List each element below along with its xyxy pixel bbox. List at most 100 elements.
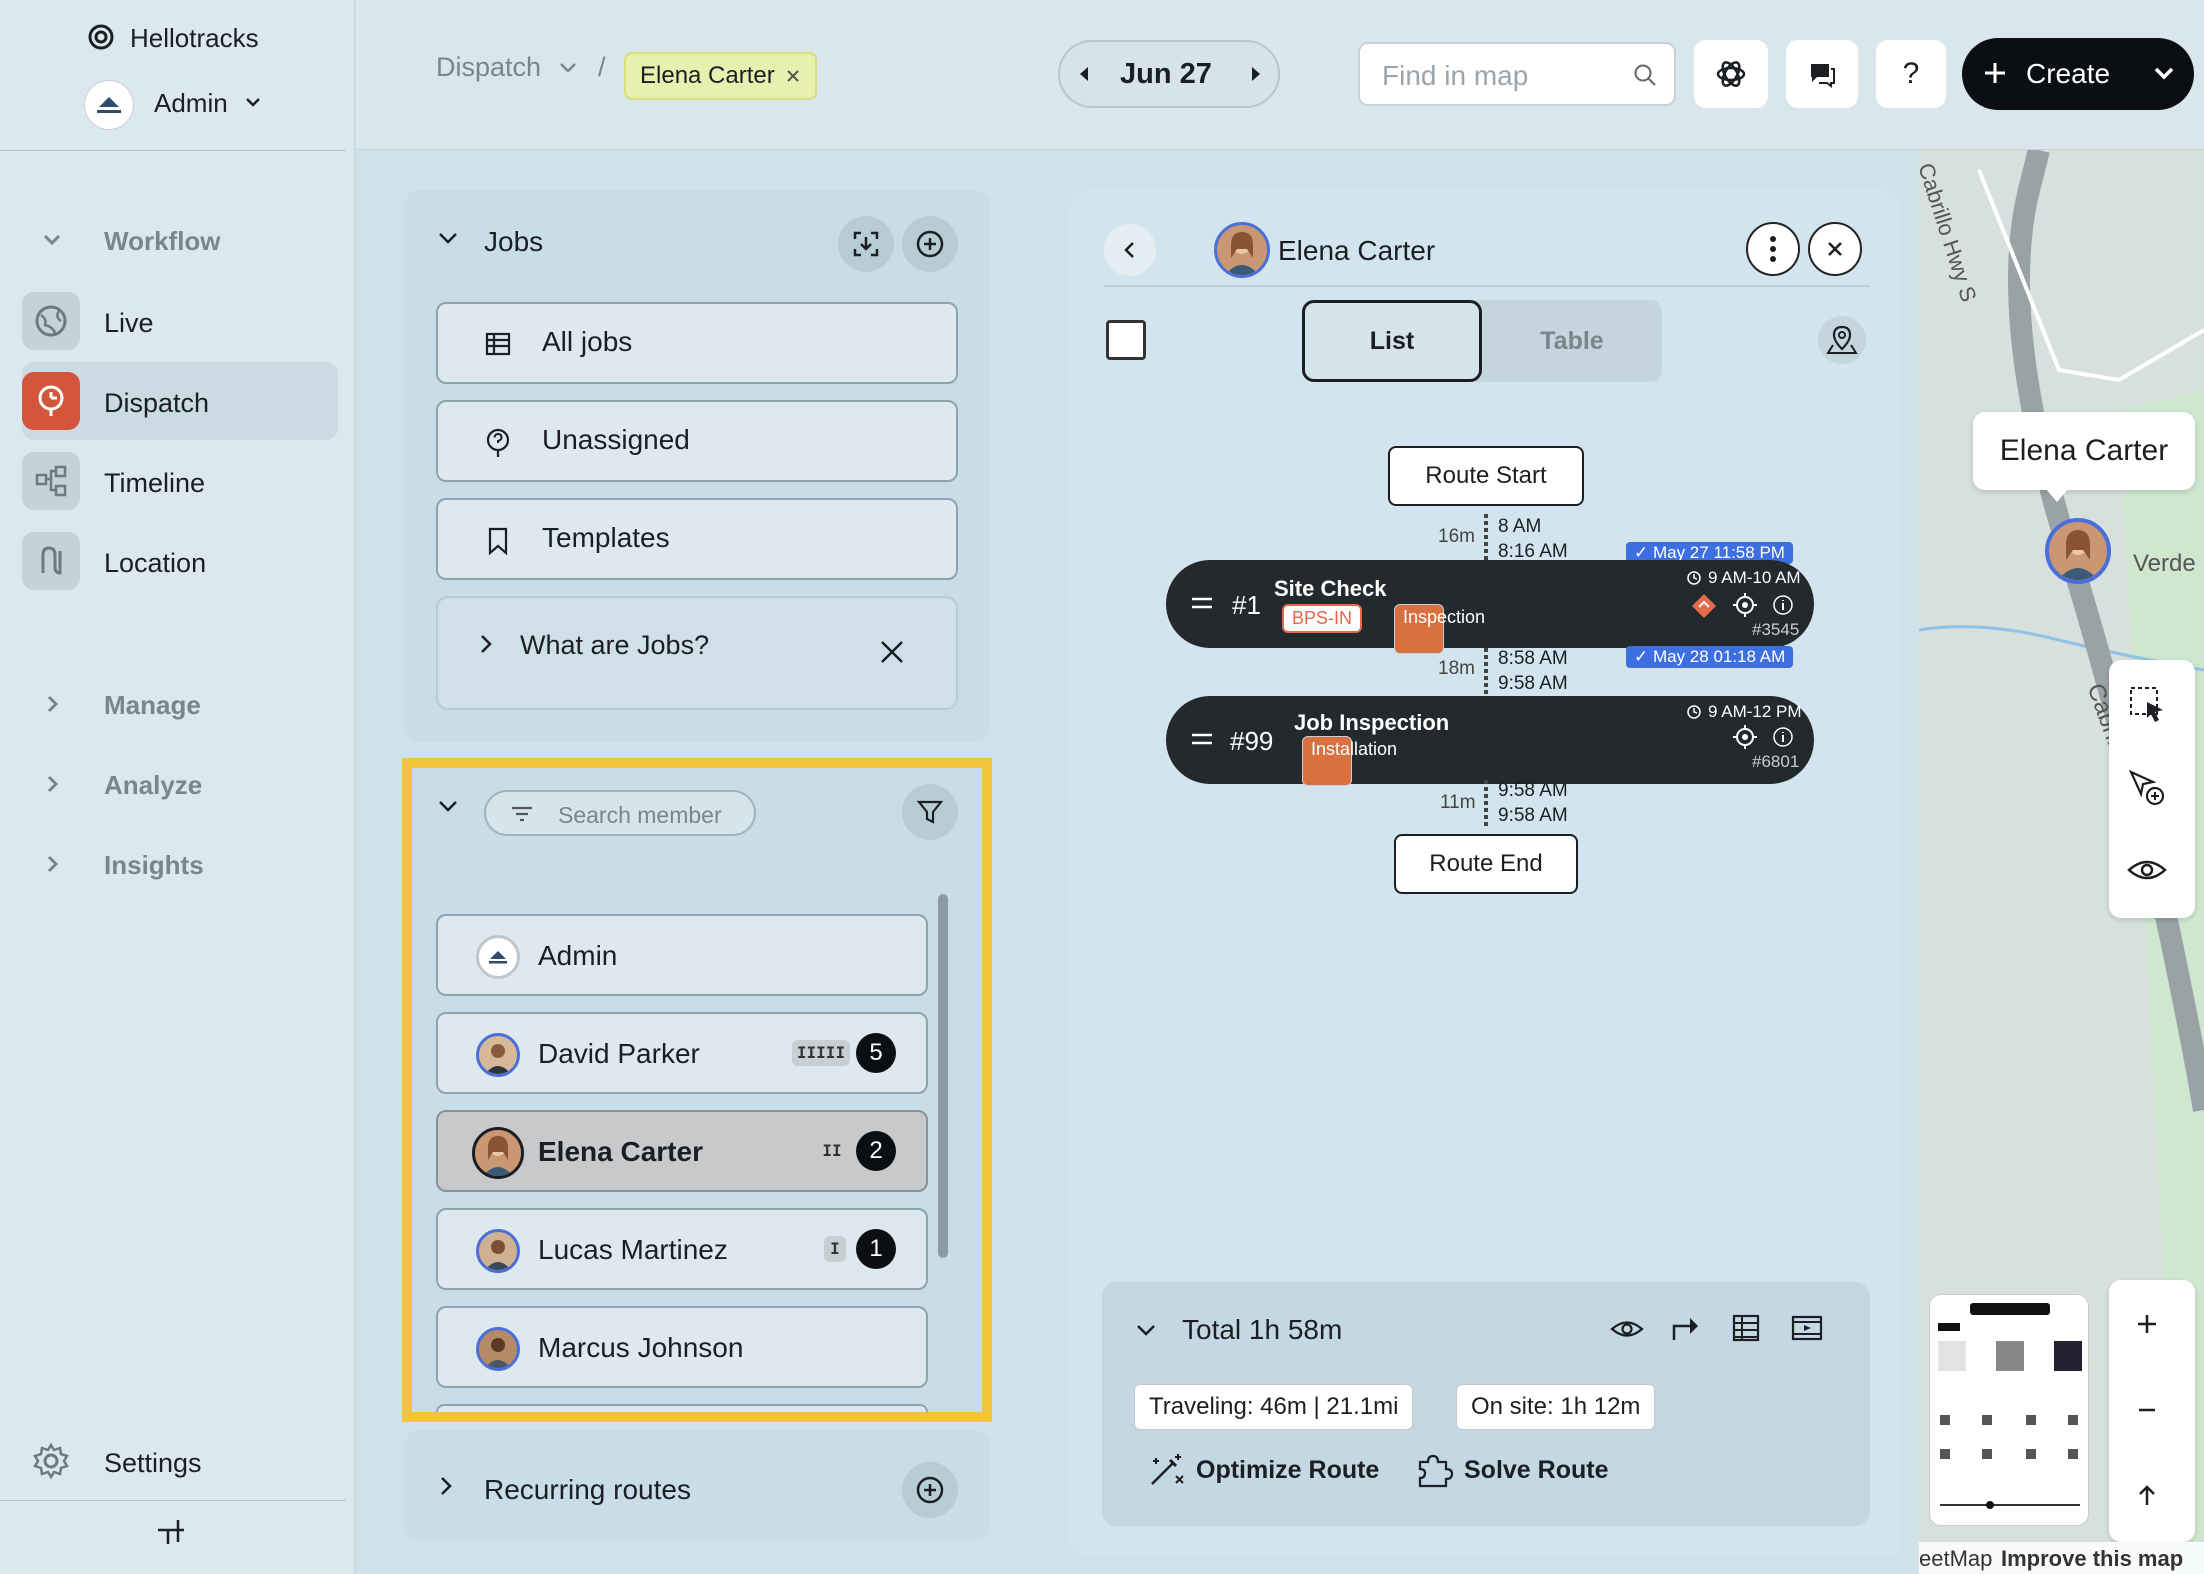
member-map-marker[interactable] — [2045, 518, 2111, 584]
info-icon[interactable] — [1772, 726, 1794, 748]
eye-icon[interactable] — [2109, 830, 2185, 910]
add-recurring-route-button[interactable] — [902, 1462, 958, 1518]
search-member-input[interactable]: Search member — [484, 790, 756, 836]
job-card-job-inspection[interactable]: #99 Job Inspection Installation 9 AM-12 … — [1166, 696, 1814, 786]
sidebar-item-live[interactable]: Live — [22, 282, 338, 360]
more-options-button[interactable] — [1746, 222, 1800, 276]
members-scrollbar[interactable] — [938, 894, 948, 1258]
map[interactable]: Cabrillo Hwy S Verde Cabrillo Elena Cart… — [1919, 150, 2204, 1574]
chevron-down-icon[interactable] — [558, 58, 578, 78]
chevron-down-icon[interactable] — [436, 794, 460, 818]
manage-section[interactable]: Manage — [104, 690, 201, 720]
unassigned-button[interactable]: Unassigned — [436, 400, 958, 482]
compass-north-icon[interactable] — [2109, 1456, 2185, 1536]
close-icon[interactable] — [878, 638, 906, 666]
import-jobs-button[interactable] — [838, 216, 894, 272]
completed-chip: ✓ May 27 11:58 PM — [1626, 542, 1793, 564]
close-icon[interactable] — [785, 68, 801, 84]
clock-icon — [1686, 570, 1702, 586]
close-panel-button[interactable] — [1808, 222, 1862, 276]
openai-icon — [1714, 57, 1748, 91]
route-map-button[interactable] — [1818, 316, 1866, 364]
improve-map-link[interactable]: Improve this map — [2001, 1546, 2184, 1571]
pin-sidebar-icon[interactable] — [154, 1516, 190, 1548]
workflow-section[interactable]: Workflow — [104, 226, 221, 256]
templates-button[interactable]: Templates — [436, 498, 958, 580]
drag-handle-icon[interactable] — [1190, 596, 1214, 610]
breadcrumb-dispatch[interactable]: Dispatch — [436, 52, 542, 82]
tab-table[interactable]: Table — [1540, 327, 1604, 355]
sidebar-item-dispatch[interactable]: Dispatch — [22, 362, 338, 440]
current-date[interactable]: Jun 27 — [1120, 58, 1212, 90]
next-date-icon[interactable] — [1248, 64, 1264, 84]
chevron-down-icon[interactable] — [1134, 1318, 1158, 1342]
zoom-in-icon[interactable] — [2109, 1284, 2185, 1364]
map-layers-thumbnail[interactable] — [1929, 1294, 2089, 1526]
filter-button[interactable] — [902, 784, 958, 840]
date-picker: Jun 27 — [1058, 40, 1280, 108]
sidebar-item-label: Live — [104, 308, 154, 338]
all-jobs-button[interactable]: All jobs — [436, 302, 958, 384]
eye-icon[interactable] — [1610, 1316, 1644, 1342]
member-filter-chip[interactable]: Elena Carter — [624, 52, 817, 100]
chevron-right-icon[interactable] — [436, 1474, 456, 1498]
member-row-admin[interactable]: Admin — [436, 914, 928, 996]
org-user-label[interactable]: Admin — [154, 88, 228, 118]
what-are-jobs-card[interactable]: What are Jobs? — [436, 596, 958, 710]
route-end-button[interactable]: Route End — [1394, 834, 1578, 894]
info-icon[interactable] — [1772, 594, 1794, 616]
optimize-route-button[interactable]: Optimize Route — [1148, 1452, 1379, 1488]
analyze-section[interactable]: Analyze — [104, 770, 203, 800]
member-row-marcus-johnson[interactable]: Marcus Johnson — [436, 1306, 928, 1388]
chevron-right-icon[interactable] — [40, 852, 64, 876]
chat-button[interactable] — [1786, 40, 1858, 108]
chevron-down-icon[interactable] — [243, 92, 263, 112]
sidebar-item-settings[interactable]: Settings — [22, 1422, 338, 1500]
completed-chip: ✓ May 28 01:18 AM — [1626, 646, 1794, 668]
locate-icon[interactable] — [1732, 592, 1758, 618]
spreadsheet-icon[interactable] — [1730, 1312, 1762, 1344]
search-icon — [1632, 62, 1658, 88]
route-progress-bars: IIIII — [792, 1040, 850, 1066]
back-button[interactable] — [1104, 224, 1156, 276]
solve-route-button[interactable]: Solve Route — [1416, 1452, 1608, 1488]
add-job-button[interactable] — [902, 216, 958, 272]
chevron-down-icon[interactable] — [40, 228, 64, 252]
sidebar-item-location[interactable]: Location — [22, 522, 338, 600]
route-start-button[interactable]: Route Start — [1388, 446, 1584, 506]
chevron-down-icon — [2152, 63, 2176, 85]
solve-label: Solve Route — [1464, 1455, 1609, 1484]
route-total: Total 1h 58m — [1182, 1314, 1343, 1345]
member-row-elena-carter[interactable]: Elena Carter II 2 — [436, 1110, 928, 1192]
member-row-david-parker[interactable]: David Parker IIIII 5 — [436, 1012, 928, 1094]
marker-pointer — [2045, 488, 2069, 502]
create-button[interactable]: Create — [1962, 38, 2194, 110]
sidebar-item-timeline[interactable]: Timeline — [22, 442, 338, 520]
locate-icon[interactable] — [1732, 724, 1758, 750]
chevron-right-icon[interactable] — [40, 772, 64, 796]
create-label: Create — [2026, 58, 2111, 89]
insights-section[interactable]: Insights — [104, 850, 204, 880]
ai-assistant-button[interactable] — [1694, 40, 1768, 108]
prev-date-icon[interactable] — [1076, 64, 1092, 84]
tab-list[interactable]: List — [1302, 300, 1482, 382]
zoom-out-icon[interactable] — [2109, 1370, 2185, 1450]
select-area-icon[interactable] — [2109, 664, 2185, 744]
add-pointer-icon[interactable] — [2109, 748, 2185, 828]
org-avatar[interactable] — [84, 80, 134, 130]
member-row-lucas-martinez[interactable]: Lucas Martinez I 1 — [436, 1208, 928, 1290]
route-connector — [1484, 780, 1488, 826]
help-button[interactable]: ? — [1876, 40, 1946, 108]
find-in-map-input[interactable]: Find in map — [1358, 42, 1676, 106]
sidebar-item-label: Timeline — [104, 468, 206, 498]
chevron-left-icon — [1120, 240, 1140, 260]
select-all-checkbox[interactable] — [1106, 320, 1146, 360]
job-card-site-check[interactable]: #1 Site Check BPS-IN Inspection 9 AM-10 … — [1166, 560, 1814, 654]
chevron-down-icon[interactable] — [436, 226, 460, 250]
chevron-right-icon[interactable] — [40, 692, 64, 716]
close-icon — [1826, 240, 1844, 258]
drag-handle-icon[interactable] — [1190, 732, 1214, 746]
directions-icon[interactable] — [1670, 1312, 1702, 1342]
recurring-routes-title[interactable]: Recurring routes — [484, 1474, 691, 1505]
replay-video-icon[interactable] — [1790, 1312, 1824, 1344]
